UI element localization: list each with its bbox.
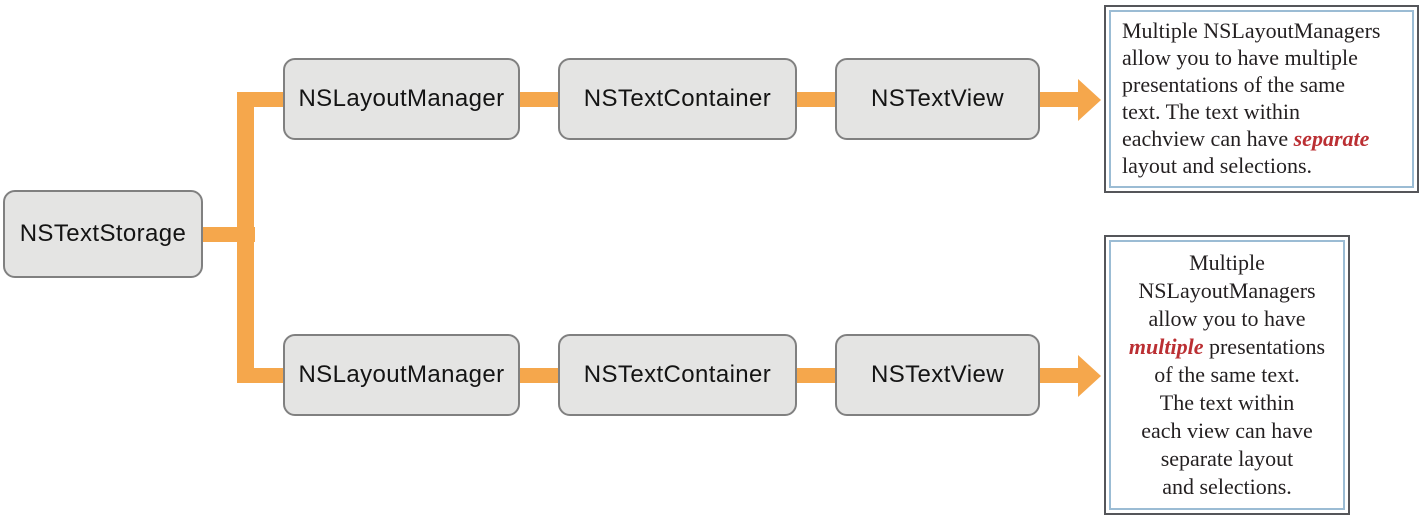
connector-trunk-vertical — [237, 92, 254, 383]
node-nstextcontainer-top-label: NSTextContainer — [583, 85, 772, 112]
arrow-shaft-bottom — [1036, 368, 1080, 383]
node-nslayoutmanager-top: NSLayoutManager — [283, 58, 520, 140]
node-nslayoutmanager-bottom-label: NSLayoutManager — [298, 361, 505, 388]
callout-bottom: Multiple NSLayoutManagers allow you to h… — [1104, 235, 1350, 515]
node-nstextview-bottom-label: NSTextView — [871, 361, 1004, 388]
arrow-shaft-top — [1036, 92, 1080, 107]
callout-top: Multiple NSLayoutManagers allow you to h… — [1104, 5, 1419, 193]
connector-trunk-to-layoutmanager-bottom — [245, 368, 290, 383]
node-nstextview-bottom: NSTextView — [835, 334, 1040, 416]
node-nstextstorage: NSTextStorage — [3, 190, 203, 278]
connector-layoutmanager-to-textcontainer-bottom — [512, 368, 564, 383]
callout-top-inner-frame: Multiple NSLayoutManagers allow you to h… — [1109, 10, 1414, 188]
node-nslayoutmanager-bottom: NSLayoutManager — [283, 334, 520, 416]
callout-top-text: Multiple NSLayoutManagers allow you to h… — [1122, 18, 1381, 178]
connector-layoutmanager-to-textcontainer-top — [512, 92, 564, 107]
connector-textcontainer-to-textview-top — [790, 92, 842, 107]
node-nstextcontainer-bottom: NSTextContainer — [558, 334, 797, 416]
connector-textcontainer-to-textview-bottom — [790, 368, 842, 383]
node-nslayoutmanager-top-label: NSLayoutManager — [298, 85, 505, 112]
node-nstextcontainer-bottom-label: NSTextContainer — [583, 361, 772, 388]
node-nstextview-top: NSTextView — [835, 58, 1040, 140]
arrow-head-icon-bottom — [1078, 355, 1101, 397]
node-nstextview-top-label: NSTextView — [871, 85, 1004, 112]
callout-bottom-inner-frame: Multiple NSLayoutManagers allow you to h… — [1109, 240, 1345, 510]
connector-trunk-to-layoutmanager-top — [245, 92, 290, 107]
node-nstextstorage-label: NSTextStorage — [19, 220, 187, 247]
node-nstextcontainer-top: NSTextContainer — [558, 58, 797, 140]
arrow-head-icon-top — [1078, 79, 1101, 121]
callout-bottom-text: Multiple NSLayoutManagers allow you to h… — [1128, 250, 1326, 499]
